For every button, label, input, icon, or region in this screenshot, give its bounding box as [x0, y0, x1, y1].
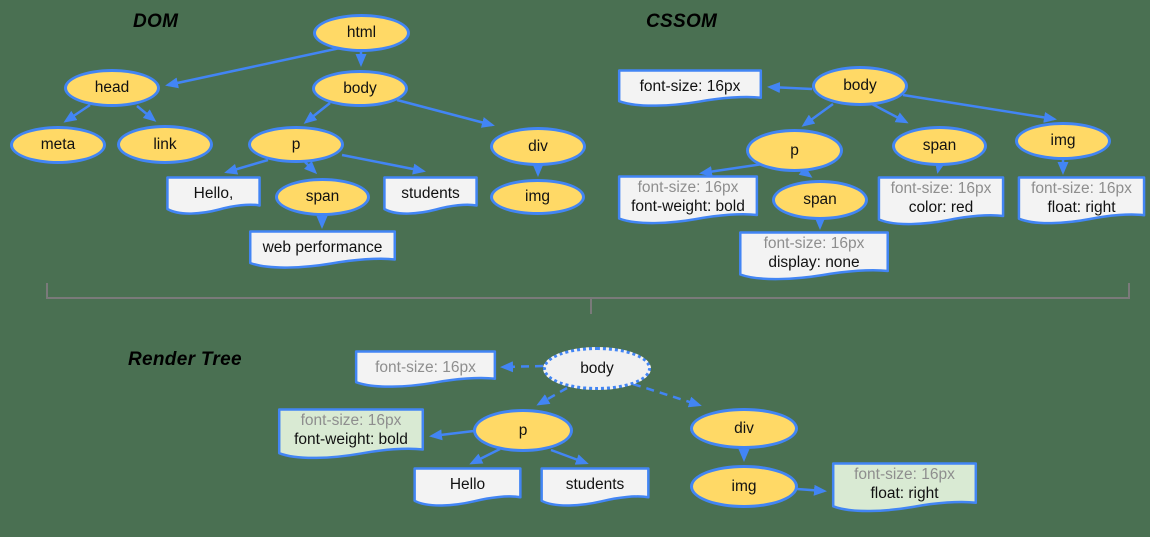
dom-title: DOM: [133, 11, 179, 32]
arrow-body-p: [303, 102, 331, 124]
render-node-body: body: [543, 347, 651, 390]
dom-node-div: div: [490, 127, 586, 166]
arrow-html-head: [165, 46, 341, 89]
dom-node-body: body: [312, 70, 408, 107]
dom-node-link: link: [117, 125, 213, 164]
dom-textnode-hello: Hello,: [166, 176, 261, 217]
merge-brace: [46, 283, 1130, 299]
arrow-render-body-p: [536, 386, 568, 406]
cssom-node-body: body: [812, 66, 908, 106]
dom-node-html: html: [313, 14, 410, 52]
arrow-render-body-style: [500, 361, 544, 373]
dom-textnode-web-performance: web performance: [248, 230, 397, 271]
cssom-title: CSSOM: [646, 11, 718, 32]
render-style-body: font-size: 16px: [354, 350, 497, 390]
arrow-head-meta: [63, 103, 91, 123]
arrow-p-span: [304, 161, 318, 175]
cssom-node-span-under-p: span: [772, 180, 868, 220]
arrow-render-p-hello: [469, 447, 501, 465]
cssom-node-span: span: [892, 126, 987, 166]
arrow-p-students: [341, 153, 426, 175]
cssom-rule-body: font-size: 16px: [617, 69, 763, 109]
render-node-p: p: [473, 409, 573, 452]
arrow-render-img-style: [796, 484, 827, 496]
cssom-node-img: img: [1015, 122, 1111, 160]
arrow-render-p-style: [429, 429, 475, 441]
arrow-cssom-body-span: [871, 102, 909, 124]
arrow-cssom-p-rule: [699, 162, 764, 177]
arrow-body-div: [396, 98, 495, 128]
render-node-img: img: [690, 465, 798, 508]
arrow-render-body-div: [632, 382, 702, 408]
dom-node-meta: meta: [10, 126, 106, 164]
render-node-div: div: [690, 408, 798, 449]
arrow-cssom-body-img: [902, 93, 1057, 123]
dom-node-span: span: [275, 178, 370, 216]
arrow-cssom-body-rule: [767, 81, 813, 93]
dom-node-img: img: [490, 179, 585, 215]
dom-node-p: p: [248, 126, 344, 163]
arrow-render-p-students: [550, 448, 589, 465]
render-textnode-hello: Hello: [413, 467, 522, 509]
dom-node-head: head: [64, 69, 160, 107]
render-textnode-students: students: [540, 467, 650, 509]
arrow-p-hello: [224, 158, 269, 175]
arrow-head-link: [136, 105, 157, 122]
arrow-cssom-body-p: [801, 102, 834, 127]
cssom-node-p: p: [746, 129, 843, 172]
render-tree-title: Render Tree: [128, 349, 242, 370]
dom-textnode-students: students: [383, 176, 478, 217]
